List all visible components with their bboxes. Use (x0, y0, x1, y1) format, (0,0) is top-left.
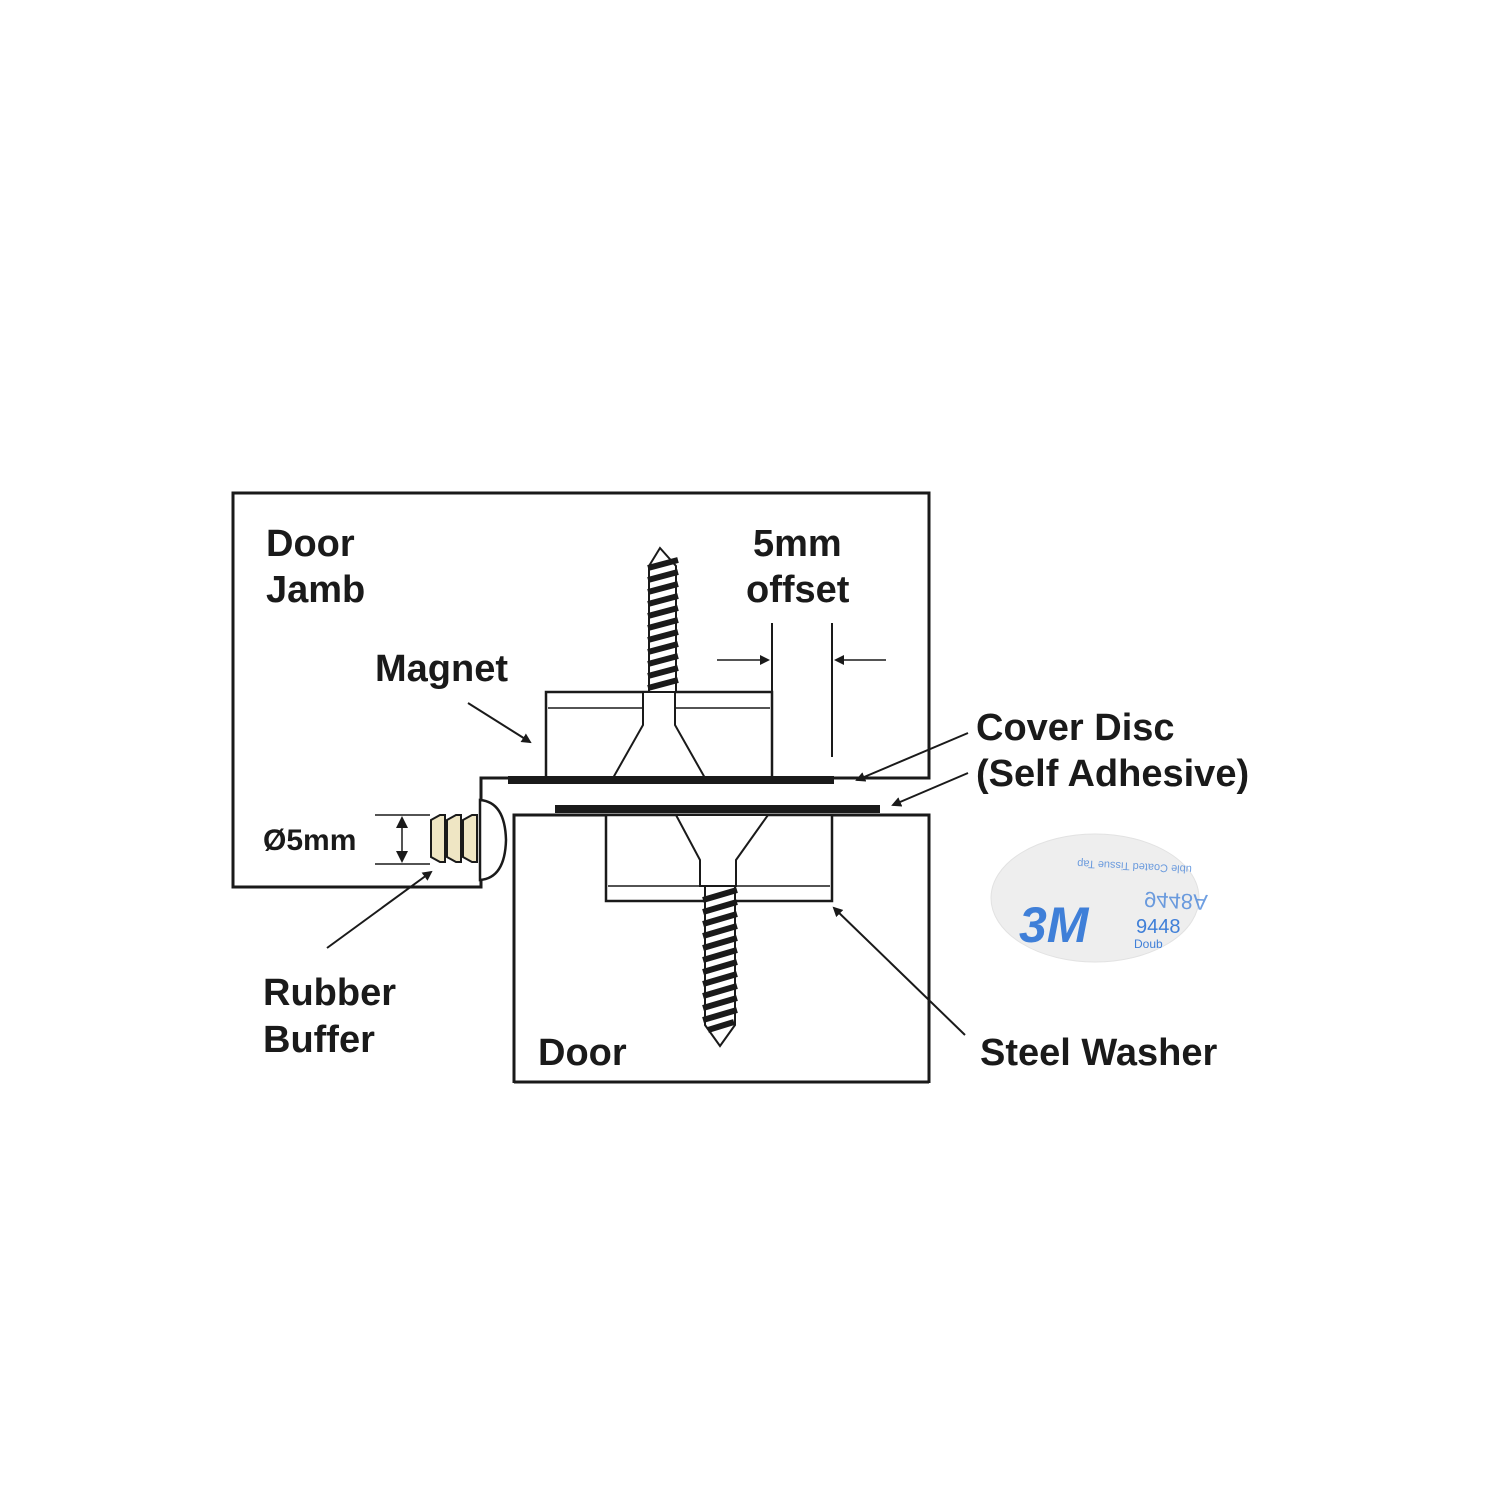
magnet (544, 690, 774, 780)
disc-code-text: 9448 (1136, 916, 1181, 938)
offset-label-line2: offset (746, 569, 850, 611)
magnet-leader-arrow (467, 702, 532, 744)
diameter-label: Ø5mm (263, 824, 356, 857)
steel-washer-label: Steel Washer (980, 1032, 1217, 1074)
diameter-dimension (375, 814, 430, 865)
rubber-buffer (430, 798, 508, 882)
door-jamb-label-line1: Door (266, 523, 355, 565)
disc-partial-text: Doub (1134, 937, 1163, 951)
magnet-cover-disc (508, 776, 834, 784)
washer-cover-disc (555, 805, 880, 813)
cover-disc-leader-arrow-lower (891, 772, 969, 807)
lower-screw (702, 885, 738, 1048)
cover-disc-leader-arrow-upper (855, 732, 969, 782)
disc-mirrored-code-text: 9448A (1143, 887, 1208, 915)
offset-label-line1: 5mm (753, 523, 842, 565)
disc-mirrored-tape-text: uble Coated Tissue Tap (1077, 857, 1192, 875)
cover-disc-label-line2: (Self Adhesive) (976, 753, 1249, 795)
door-label: Door (538, 1032, 627, 1074)
adhesive-disc-image: uble Coated Tissue Tap 9448A 3M 9448 Dou… (990, 833, 1209, 963)
door-jamb-outline (231, 491, 931, 889)
rubber-buffer-leader-arrow (326, 870, 433, 949)
disc-brand-logo: 3M (1019, 897, 1090, 953)
rubber-buffer-label-line2: Buffer (263, 1019, 375, 1061)
upper-screw (647, 546, 679, 693)
cover-disc-label-line1: Cover Disc (976, 707, 1175, 749)
steel-washer-leader-arrow (832, 906, 966, 1036)
magnet-label: Magnet (375, 648, 508, 690)
door-jamb-label-line2: Jamb (266, 569, 365, 611)
offset-dimension (717, 623, 886, 757)
rubber-buffer-label-line1: Rubber (263, 972, 396, 1014)
